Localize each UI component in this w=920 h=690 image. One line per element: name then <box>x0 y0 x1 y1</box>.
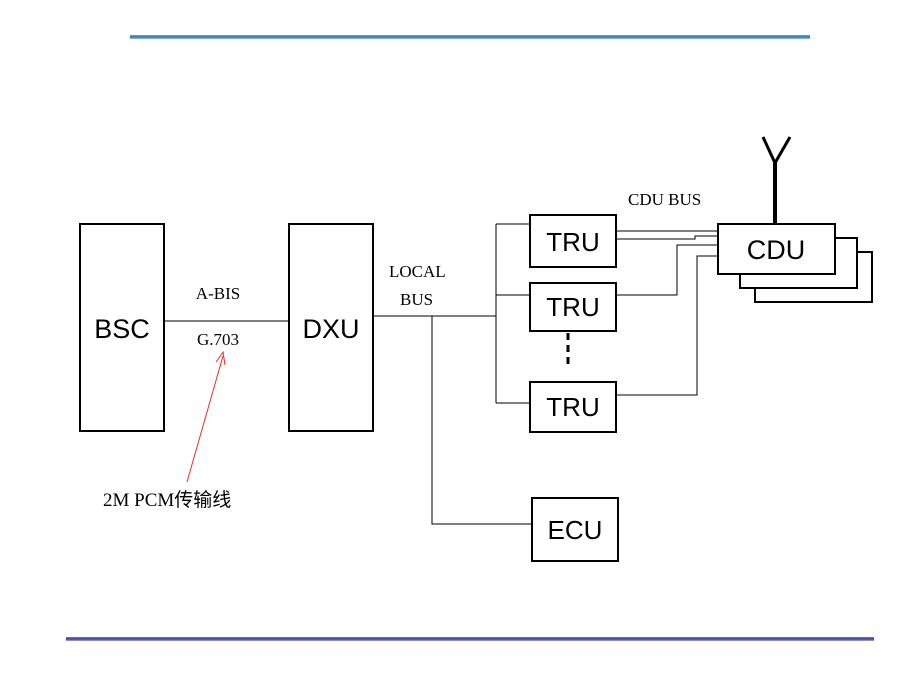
antenna-icon <box>761 136 792 224</box>
cdu-bus-wiring <box>616 230 718 396</box>
abis-label: A-BIS <box>196 284 240 303</box>
pcm-label: 2M PCM传输线 <box>103 489 231 511</box>
tru-label: TRU <box>546 392 599 422</box>
pcm-arrow <box>186 350 226 483</box>
tru-block: TRU <box>529 282 617 332</box>
bus-label: BUS <box>400 290 433 309</box>
local-bus-wiring <box>373 223 531 525</box>
dxu-label: DXU <box>302 314 359 344</box>
cdu-label: CDU <box>747 235 806 265</box>
tru-label: TRU <box>546 292 599 322</box>
cdu-stack: CDU <box>717 223 873 303</box>
bottom-rule <box>66 637 874 641</box>
bsc-label: BSC <box>94 314 150 344</box>
top-rule <box>130 35 810 39</box>
cdu-bus-label: CDU BUS <box>628 190 701 209</box>
local-label: LOCAL <box>389 262 446 281</box>
tru-label: TRU <box>546 227 599 257</box>
dxu-block: DXU <box>288 223 374 432</box>
ecu-block: ECU <box>531 497 619 562</box>
bsc-block: BSC <box>79 223 165 432</box>
g703-label: G.703 <box>197 330 239 349</box>
tru-block: TRU <box>529 214 617 268</box>
tru-block: TRU <box>529 381 617 433</box>
ecu-label: ECU <box>548 515 603 545</box>
